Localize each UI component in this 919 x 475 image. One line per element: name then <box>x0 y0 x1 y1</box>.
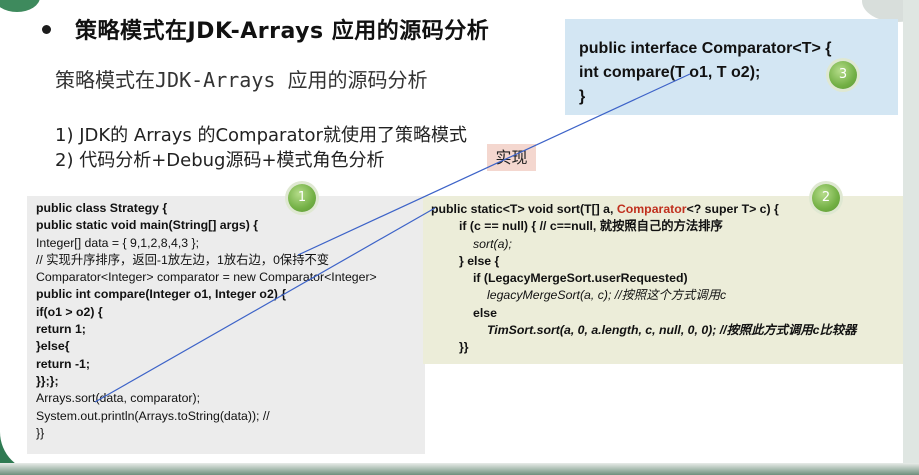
code-line: legacyMergeSort(a, c); //按照这个方式调用c <box>487 288 727 303</box>
code-line: }};}; <box>36 373 59 388</box>
code-line: Comparator<Integer> comparator = new Com… <box>36 270 377 285</box>
point-1: 1) JDK的 Arrays 的Comparator就使用了策略模式 <box>55 121 467 147</box>
arrow-impl-to-interface <box>297 73 691 256</box>
annotation-lines <box>94 73 691 403</box>
point-1-text: 1) JDK的 Arrays 的Comparator就使用了策略模式 <box>55 125 467 146</box>
arrays-sort-code-box: public static<T> void sort(T[] a, Compar… <box>423 196 904 364</box>
bullet-icon <box>42 24 51 34</box>
code-line: return -1; <box>36 356 90 371</box>
sig-pre: public static<T> void sort(T[] a, <box>431 202 617 216</box>
title-row: 策略模式在JDK-Arrays 应用的源码分析 <box>42 13 489 45</box>
right-edge-bar <box>903 0 919 475</box>
code-line: if(o1 > o2) { <box>36 304 103 319</box>
code-line: } else { <box>459 253 500 268</box>
corner-decoration-right <box>862 0 905 22</box>
code-line: else <box>473 305 497 320</box>
slide: 策略模式在JDK-Arrays 应用的源码分析 策略模式在JDK-Arrays … <box>0 0 905 472</box>
code-line: public static<T> void sort(T[] a, Compar… <box>431 201 904 218</box>
code-line: public interface Comparator<T> { <box>579 40 832 57</box>
implements-tag: 实现 <box>487 144 536 171</box>
code-line: int compare(T o1, T o2); <box>579 64 761 81</box>
sig-post: <? super T> c) { <box>686 202 779 216</box>
code-line: Integer[] data = { 9,1,2,8,4,3 }; <box>36 235 200 250</box>
corner-decoration <box>0 0 40 12</box>
code-line: } <box>579 88 586 105</box>
code-line: }} <box>36 425 45 440</box>
code-line: public static void main(String[] args) { <box>36 218 259 233</box>
badge-1: 1 <box>288 184 316 212</box>
code-comment: // 实现升序排序，返回-1放左边，1放右边，0保持不变 <box>36 252 330 267</box>
bottom-edge-bar <box>0 463 919 475</box>
code-line: if (c == null) { // c==null, 就按照自己的方法排序 <box>459 219 723 234</box>
code-line: TimSort.sort(a, 0, a.length, c, null, 0,… <box>487 323 857 338</box>
arrow-client-to-sort <box>94 207 436 403</box>
point-2: 2) 代码分析+Debug源码+模式角色分析 <box>55 150 385 171</box>
slide-title: 策略模式在JDK-Arrays 应用的源码分析 <box>75 19 490 44</box>
code-line: System.out.println(Arrays.toString(data)… <box>36 408 270 423</box>
badge-3: 3 <box>829 61 857 89</box>
badge-2: 2 <box>812 184 840 212</box>
code-line: return 1; <box>36 322 86 337</box>
code-line: public class Strategy { <box>36 201 168 215</box>
client-code-box: public class Strategy { public static vo… <box>27 196 425 454</box>
code-line: public int compare(Integer o1, Integer o… <box>36 287 287 302</box>
code-line: if (LegacyMergeSort.userRequested) <box>473 271 688 286</box>
slide-subtitle: 策略模式在JDK-Arrays 应用的源码分析 <box>55 68 428 92</box>
code-line-sort-call: Arrays.sort(data, comparator); <box>36 391 201 406</box>
code-line: sort(a); <box>473 236 512 251</box>
code-line: }else{ <box>36 339 70 354</box>
sig-comparator: Comparator <box>616 202 687 216</box>
code-line: }} <box>459 340 469 355</box>
